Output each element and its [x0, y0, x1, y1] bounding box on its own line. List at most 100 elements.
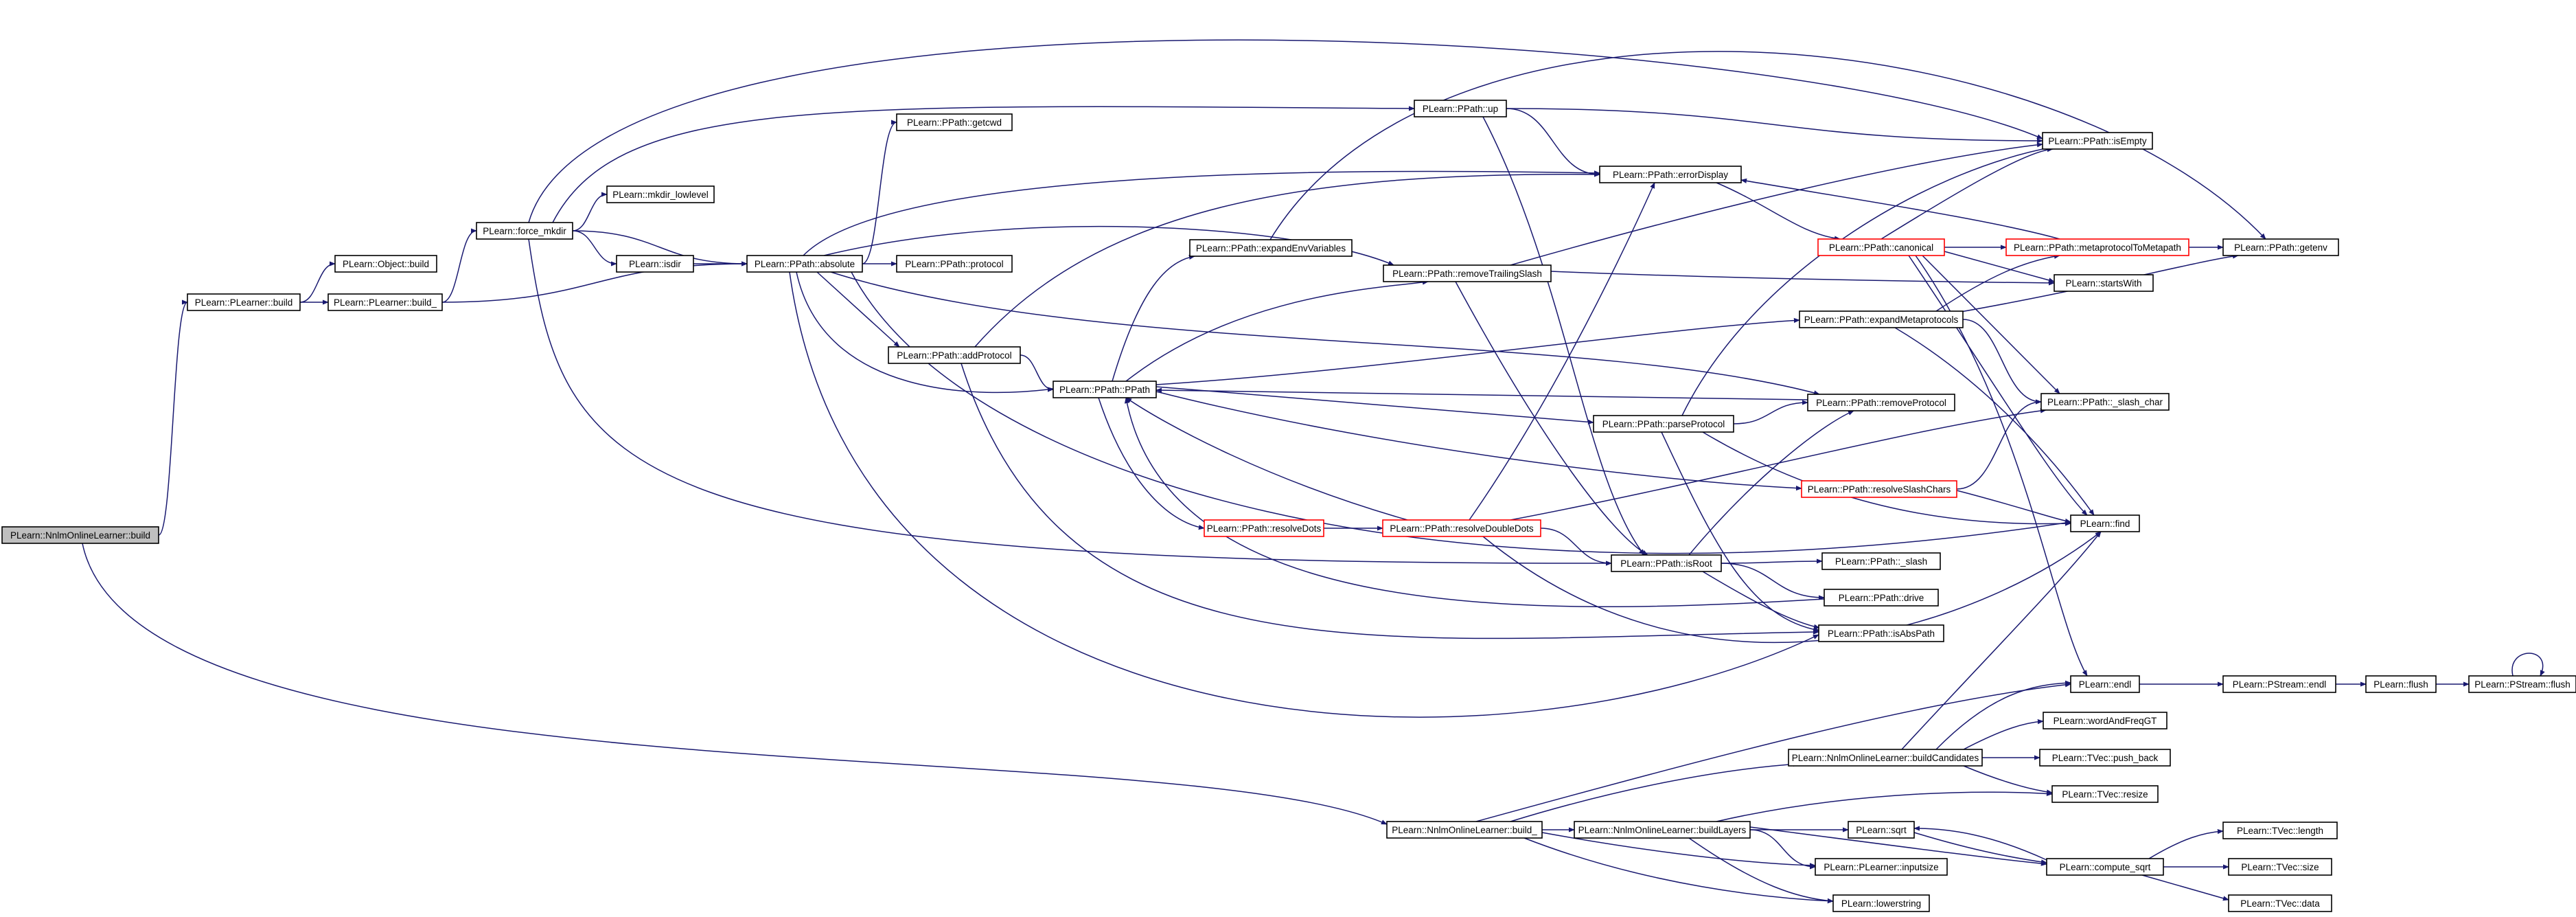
node-isdir[interactable]: PLearn::isdir	[616, 255, 694, 273]
node-startsWith[interactable]: PLearn::startsWith	[2054, 274, 2154, 292]
node-endl[interactable]: PLearn::endl	[2070, 675, 2140, 693]
node-size[interactable]: PLearn::TVec::size	[2228, 858, 2332, 876]
node-wordAndFreqGT[interactable]: PLearn::wordAndFreqGT	[2043, 712, 2167, 729]
edge-resolveSlashChars-to-slash_char	[1956, 399, 2042, 490]
node-protocol[interactable]: PLearn::PPath::protocol	[896, 255, 1013, 273]
node-inputsize[interactable]: PLearn::PLearner::inputsize	[1815, 858, 1948, 876]
edge-resolveDoubleDots-to-ppath_ctor	[1125, 397, 1408, 521]
node-box-isdir	[616, 255, 694, 273]
node-label-isRoot: PLearn::PPath::isRoot	[1620, 558, 1712, 569]
edge-nnlm_build_-to-buildCandidates	[1510, 761, 1799, 822]
node-resolveDoubleDots[interactable]: PLearn::PPath::resolveDoubleDots	[1382, 519, 1541, 537]
node-metaprotocolToMetapath[interactable]: PLearn::PPath::metaprotocolToMetapath	[2005, 238, 2189, 256]
node-lowerstring[interactable]: PLearn::lowerstring	[1832, 894, 1930, 912]
node-drive[interactable]: PLearn::PPath::drive	[1824, 589, 1939, 607]
node-pstream_flush[interactable]: PLearn::PStream::flush	[2468, 675, 2576, 693]
node-label-getcwd: PLearn::PPath::getcwd	[907, 117, 1002, 128]
node-find[interactable]: PLearn::find	[2070, 514, 2140, 532]
node-length[interactable]: PLearn::TVec::length	[2222, 822, 2338, 839]
node-up[interactable]: PLearn::PPath::up	[1414, 100, 1507, 117]
node-box-ppath_ctor	[1053, 381, 1157, 398]
node-box-up	[1414, 100, 1507, 117]
node-box-getcwd	[896, 113, 1013, 131]
node-removeProtocol[interactable]: PLearn::PPath::removeProtocol	[1807, 394, 1955, 411]
edge-buildLayers-to-inputsize	[1749, 829, 1816, 870]
node-box-compute_sqrt	[2046, 858, 2164, 876]
node-box-addProtocol	[888, 346, 1021, 364]
node-label-nnlm_build: PLearn::NnlmOnlineLearner::build	[10, 530, 150, 541]
node-getcwd[interactable]: PLearn::PPath::getcwd	[896, 113, 1013, 131]
node-box-plearner_build_	[327, 293, 443, 311]
node-addProtocol[interactable]: PLearn::PPath::addProtocol	[888, 346, 1021, 364]
node-parseProtocol[interactable]: PLearn::PPath::parseProtocol	[1593, 415, 1734, 433]
node-label-removeTrailingSlash: PLearn::PPath::removeTrailingSlash	[1392, 269, 1542, 279]
node-pstream_endl[interactable]: PLearn::PStream::endl	[2222, 675, 2336, 693]
node-absolute[interactable]: PLearn::PPath::absolute	[746, 255, 863, 273]
edge-expandMetaprotocols-to-find	[1894, 327, 2095, 516]
edge-errorDisplay-to-canonical	[1716, 182, 1841, 241]
node-label-size: PLearn::TVec::size	[2241, 862, 2319, 872]
node-label-force_mkdir: PLearn::force_mkdir	[483, 226, 566, 236]
node-object_build[interactable]: PLearn::Object::build	[334, 255, 437, 273]
node-isEmpty[interactable]: PLearn::PPath::isEmpty	[2042, 132, 2153, 150]
node-label-ppath_ctor: PLearn::PPath::PPath	[1059, 385, 1150, 395]
node-errorDisplay[interactable]: PLearn::PPath::errorDisplay	[1599, 166, 1742, 183]
node-removeTrailingSlash[interactable]: PLearn::PPath::removeTrailingSlash	[1383, 264, 1552, 282]
edge-ppath_ctor-to-parseProtocol	[1155, 386, 1594, 424]
node-label-isEmpty: PLearn::PPath::isEmpty	[2048, 136, 2147, 146]
node-data[interactable]: PLearn::TVec::data	[2228, 894, 2332, 912]
node-sqrt[interactable]: PLearn::sqrt	[1848, 821, 1915, 839]
node-isAbsPath[interactable]: PLearn::PPath::isAbsPath	[1818, 624, 1944, 642]
node-canonical[interactable]: PLearn::PPath::canonical	[1817, 238, 1945, 256]
node-expandMetaprotocols[interactable]: PLearn::PPath::expandMetaprotocols	[1799, 310, 1964, 328]
node-box-object_build	[334, 255, 437, 273]
edge-compute_sqrt-to-length	[2148, 828, 2224, 859]
node-box-length	[2222, 822, 2338, 839]
node-mkdir_lowlevel[interactable]: PLearn::mkdir_lowlevel	[606, 185, 715, 203]
node-plearner_build[interactable]: PLearn::PLearner::build	[187, 293, 301, 311]
node-buildCandidates[interactable]: PLearn::NnlmOnlineLearner::buildCandidat…	[1788, 749, 1983, 767]
node-box-removeTrailingSlash	[1383, 264, 1552, 282]
edge-parseProtocol-to-isEmpty	[1681, 145, 2054, 416]
node-box-isEmpty	[2042, 132, 2153, 150]
node-isRoot[interactable]: PLearn::PPath::isRoot	[1611, 554, 1722, 572]
node-nnlm_build_[interactable]: PLearn::NnlmOnlineLearner::build_	[1386, 821, 1543, 839]
node-label-errorDisplay: PLearn::PPath::errorDisplay	[1613, 170, 1728, 180]
node-resolveDots[interactable]: PLearn::PPath::resolveDots	[1204, 519, 1324, 537]
node-label-compute_sqrt: PLearn::compute_sqrt	[2060, 862, 2151, 872]
node-expandEnvVariables[interactable]: PLearn::PPath::expandEnvVariables	[1189, 239, 1353, 257]
edge-isRoot-to-isAbsPath	[1702, 571, 1820, 629]
node-box-size	[2228, 858, 2332, 876]
node-label-sqrt: PLearn::sqrt	[1856, 825, 1907, 835]
node-box-force_mkdir	[476, 222, 573, 240]
node-layer: PLearn::NnlmOnlineLearner::buildPLearn::…	[1, 100, 2576, 912]
edge-expandEnvVariables-to-getenv	[1269, 51, 2266, 240]
node-label-lowerstring: PLearn::lowerstring	[1841, 898, 1921, 909]
node-nnlm_build[interactable]: PLearn::NnlmOnlineLearner::build	[1, 526, 159, 544]
edge-buildCandidates-to-find	[1901, 531, 2102, 750]
edge-addProtocol-to-ppath_ctor	[1020, 354, 1054, 392]
node-push_back[interactable]: PLearn::TVec::push_back	[2039, 749, 2171, 767]
node-slash[interactable]: PLearn::PPath::_slash	[1821, 552, 1941, 570]
node-slash_char[interactable]: PLearn::PPath::_slash_char	[2040, 393, 2170, 411]
edge-pstream_flush-to-pstream_flush	[2511, 653, 2545, 677]
edge-buildCandidates-to-endl	[1935, 680, 2071, 750]
node-resolveSlashChars[interactable]: PLearn::PPath::resolveSlashChars	[1801, 480, 1957, 498]
edge-isRoot-to-drive	[1721, 563, 1825, 600]
node-ppath_ctor[interactable]: PLearn::PPath::PPath	[1053, 381, 1157, 398]
node-force_mkdir[interactable]: PLearn::force_mkdir	[476, 222, 573, 240]
edge-removeTrailingSlash-to-isEmpty	[1510, 142, 2043, 266]
node-box-canonical	[1817, 238, 1945, 256]
node-box-data	[2228, 894, 2332, 912]
node-plearner_build_[interactable]: PLearn::PLearner::build_	[327, 293, 443, 311]
edge-canonical-to-isEmpty	[1881, 147, 2054, 240]
node-box-isAbsPath	[1818, 624, 1944, 642]
edge-compute_sqrt-to-sqrt	[1913, 826, 2047, 861]
node-compute_sqrt[interactable]: PLearn::compute_sqrt	[2046, 858, 2164, 876]
node-getenv[interactable]: PLearn::PPath::getenv	[2222, 238, 2339, 256]
node-flush[interactable]: PLearn::flush	[2365, 675, 2437, 693]
edge-nnlm_build-to-plearner_build	[158, 299, 188, 536]
node-buildLayers[interactable]: PLearn::NnlmOnlineLearner::buildLayers	[1574, 821, 1751, 839]
node-resize[interactable]: PLearn::TVec::resize	[2051, 785, 2159, 803]
node-box-slash_char	[2040, 393, 2170, 411]
